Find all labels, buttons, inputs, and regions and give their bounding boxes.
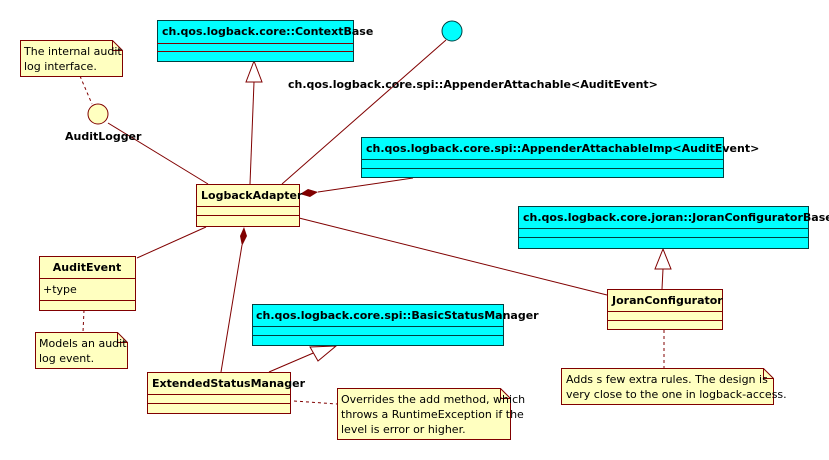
svg-text:AuditLogger: AuditLogger (65, 130, 142, 143)
note-joran: Adds s few extra rules. The design is ve… (561, 368, 787, 405)
class-audit-event[interactable]: AuditEvent +type (39, 256, 136, 311)
generalization-arrow-icon (245, 59, 263, 83)
generalization-joran-base (661, 268, 664, 290)
note-audit-logger: The internal audit log interface. (20, 40, 123, 77)
class-extended-status-manager[interactable]: ExtendedStatusManager (147, 372, 306, 414)
note-link-extended-status (293, 400, 338, 405)
note-audit-event: Models an audit log event. (35, 332, 128, 369)
composition-diamond-icon (240, 227, 247, 246)
svg-text:Overrides the add method, whic: Overrides the add method, which (341, 393, 525, 406)
generalization-basic-status (268, 350, 319, 373)
interface-appender-attachable[interactable]: ch.qos.logback.core.spi::AppenderAttacha… (288, 20, 658, 91)
connectors (79, 39, 672, 405)
generalization-arrow-icon (309, 345, 338, 362)
interface-lollipop-icon (87, 103, 109, 125)
generalization-arrow-icon (654, 247, 672, 270)
note-extended-status: Overrides the add method, which throws a… (337, 388, 525, 440)
svg-text:level is error or higher.: level is error or higher. (341, 423, 466, 436)
svg-text:log interface.: log interface. (24, 60, 97, 73)
svg-text:throws a RuntimeException if t: throws a RuntimeException if the (341, 408, 524, 421)
realization-audit-logger (107, 122, 209, 185)
svg-text:very close to the one in logba: very close to the one in logback-access. (566, 388, 787, 401)
svg-text:JoranConfigurator: JoranConfigurator (611, 294, 723, 307)
composition-diamond-icon (300, 189, 318, 197)
svg-text:log event.: log event. (39, 352, 94, 365)
attribute: +type (43, 283, 77, 296)
svg-text:ch.qos.logback.core.spi::Appen: ch.qos.logback.core.spi::AppenderAttacha… (288, 78, 658, 91)
composition-extended-status (220, 244, 243, 373)
generalization-context-base (249, 81, 255, 185)
svg-text:ch.qos.logback.core.spi::Appen: ch.qos.logback.core.spi::AppenderAttacha… (366, 142, 759, 155)
svg-text:ch.qos.logback.core.joran::Jor: ch.qos.logback.core.joran::JoranConfigur… (523, 211, 829, 224)
association-joran (298, 217, 608, 296)
class-context-base[interactable]: ch.qos.logback.core::ContextBase (157, 20, 373, 62)
svg-text:LogbackAdapter: LogbackAdapter (201, 189, 303, 202)
svg-text:AuditEvent: AuditEvent (53, 261, 121, 274)
class-basic-status-manager[interactable]: ch.qos.logback.core.spi::BasicStatusMana… (252, 304, 539, 346)
svg-text:ExtendedStatusManager: ExtendedStatusManager (152, 377, 306, 390)
association-audit-event (136, 226, 207, 259)
note-link-audit-logger (79, 75, 93, 105)
class-name: ch.qos.logback.core::ContextBase (162, 25, 373, 38)
svg-text:Adds s few extra rules. The de: Adds s few extra rules. The design is (566, 373, 768, 386)
svg-text:Models an audit: Models an audit (39, 337, 127, 350)
svg-text:The internal audit: The internal audit (23, 45, 122, 58)
interface-lollipop-icon (441, 20, 463, 42)
class-joran-configurator[interactable]: JoranConfigurator (607, 289, 723, 330)
composition-appender-imp (317, 177, 414, 193)
class-appender-attachable-imp[interactable]: ch.qos.logback.core.spi::AppenderAttacha… (361, 137, 759, 178)
realization-appender-attachable (281, 39, 447, 185)
interface-audit-logger[interactable]: AuditLogger (65, 103, 142, 143)
svg-text:ch.qos.logback.core.spi::Basic: ch.qos.logback.core.spi::BasicStatusMana… (256, 309, 539, 322)
class-logback-adapter[interactable]: LogbackAdapter (196, 184, 303, 227)
class-joran-configurator-base[interactable]: ch.qos.logback.core.joran::JoranConfigur… (518, 206, 829, 249)
note-link-audit-event (82, 309, 85, 333)
